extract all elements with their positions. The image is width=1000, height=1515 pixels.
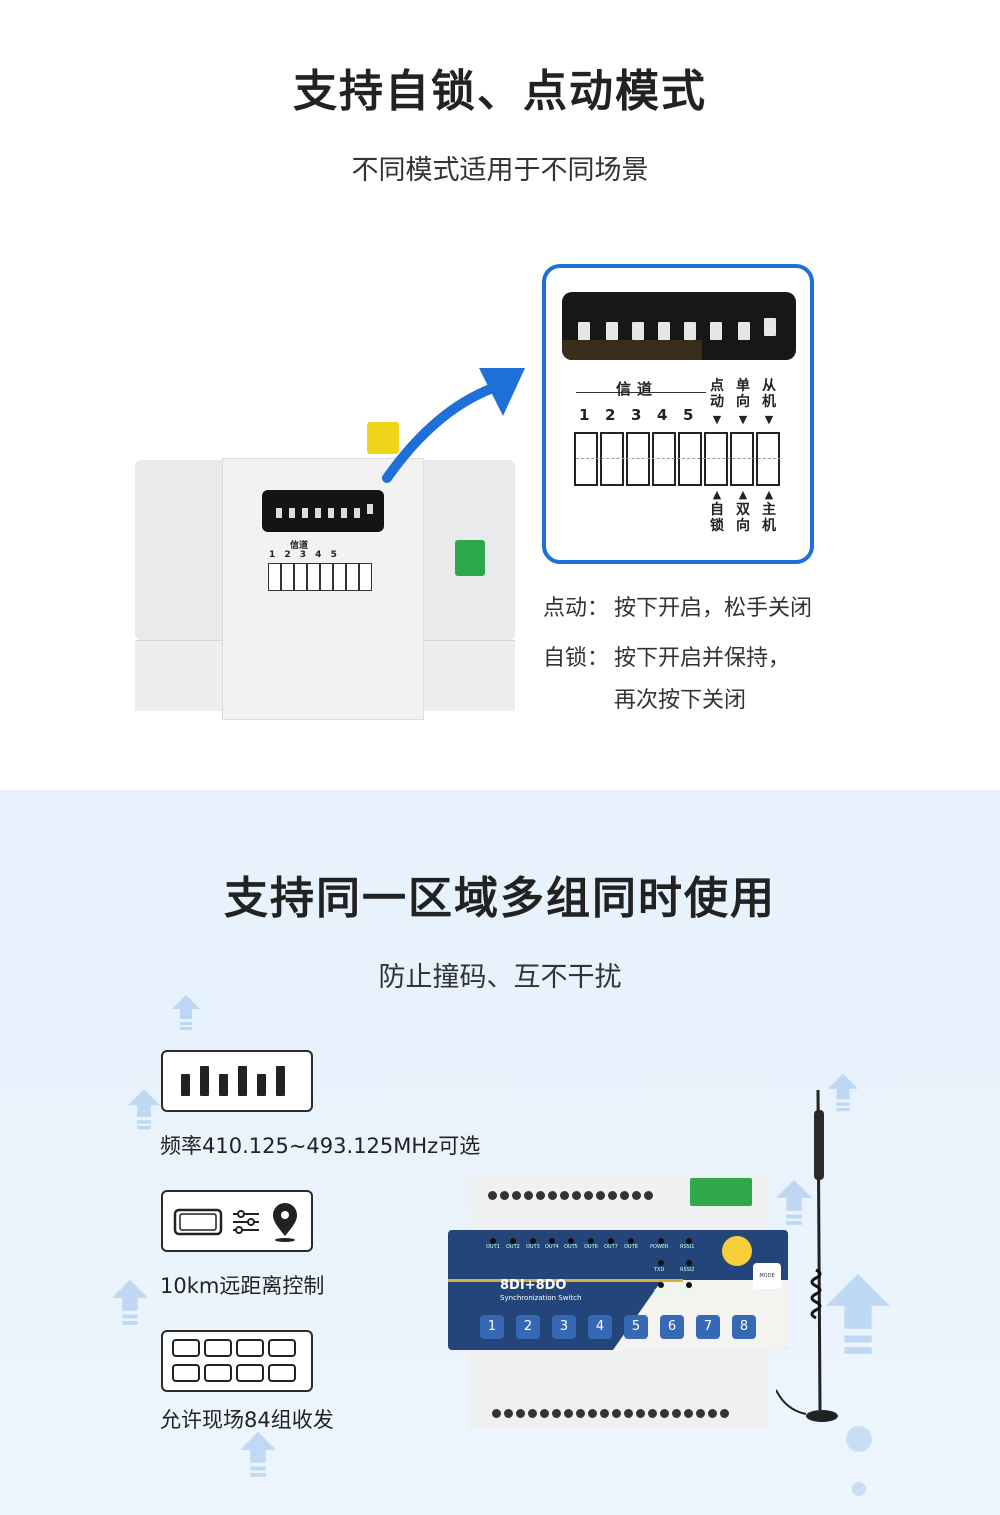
desc-momentary-label: 点动： — [543, 596, 610, 621]
deco-dot — [846, 1426, 872, 1452]
section-title-multigroup: 支持同一区域多组同时使用 — [224, 873, 776, 924]
module-slider-location-icon — [173, 1203, 297, 1242]
label-master: 主 机 — [762, 502, 776, 534]
top-terminal-row — [488, 1185, 656, 1200]
desc-momentary-text: 按下开启，松手关闭 — [614, 596, 813, 621]
bottom-terminal-row — [492, 1403, 732, 1418]
dip-num-2: 2 — [605, 406, 616, 424]
status-indicator — [722, 1236, 752, 1266]
zoom-arrow-icon — [382, 368, 525, 483]
dip-num-4: 4 — [657, 406, 668, 424]
dip-num-3: 3 — [631, 406, 642, 424]
up-arrow-icon — [112, 1279, 148, 1325]
section-subtitle-multigroup: 防止撞码、互不干扰 — [378, 962, 622, 993]
antenna-icon — [776, 1090, 838, 1422]
key-5[interactable]: 5 — [624, 1315, 648, 1339]
section-subtitle-modes: 不同模式适用于不同场景 — [351, 155, 649, 186]
dip-num-1: 1 — [579, 406, 590, 424]
up-arrow-icon — [826, 1273, 890, 1354]
device-subtitle: Synchronization Switch — [500, 1294, 582, 1302]
up-arrow-icon — [128, 1089, 160, 1130]
section-title-modes: 支持自锁、点动模式 — [293, 66, 707, 117]
desc-latching-text2: 再次按下关闭 — [614, 688, 747, 713]
label-slave: 从 机 — [762, 378, 776, 410]
signal-bars-icon — [163, 1052, 311, 1110]
mini-numbers: 1 2 3 4 5 — [269, 550, 340, 560]
up-arrow-icon — [828, 1073, 858, 1112]
key-2[interactable]: 2 — [516, 1315, 540, 1339]
desc-latching-text: 按下开启并保持， — [614, 646, 791, 671]
feature-distance-label: 10km远距离控制 — [160, 1274, 325, 1298]
feature-frequency-label: 频率410.125~493.125MHz可选 — [160, 1134, 481, 1158]
antenna-connector — [367, 422, 399, 454]
dip-switch — [562, 292, 796, 360]
up-arrow-icon — [240, 1431, 276, 1477]
up-arrow-icon — [776, 1179, 812, 1225]
label-one-way: 单 向 — [736, 378, 750, 410]
key-6[interactable]: 6 — [660, 1315, 684, 1339]
label-latching: 自 锁 — [710, 502, 724, 534]
desc-latching-label: 自锁： — [543, 646, 610, 671]
device-title: 8DI+8DO — [500, 1278, 567, 1293]
device-panel: 8DI+8DO Synchronization Switch MODE OUT1… — [448, 1230, 788, 1350]
key-4[interactable]: 4 — [588, 1315, 612, 1339]
key-1[interactable]: 1 — [480, 1315, 504, 1339]
mini-channel-label: 信道 — [290, 541, 309, 551]
feature-frequency-card — [161, 1050, 313, 1112]
device-grid-icon — [172, 1339, 296, 1382]
up-arrow-icon — [172, 995, 200, 1030]
dip-switch-zoom: 信道 1 2 3 4 5 点 动 单 向 从 机 ▼ ▼ ▼ ▲ ▲ ▲ 自 锁… — [542, 264, 814, 564]
key-8[interactable]: 8 — [732, 1315, 756, 1339]
dip-num-5: 5 — [683, 406, 694, 424]
module-photo: 信道 1 2 3 4 5 — [135, 420, 515, 720]
terminal-block — [455, 540, 485, 576]
feature-groups-label: 允许现场84组收发 — [160, 1408, 334, 1432]
green-terminal-block — [690, 1178, 752, 1206]
key-7[interactable]: 7 — [696, 1315, 720, 1339]
mode-button[interactable]: MODE — [753, 1263, 781, 1289]
8di-8do-device: 8DI+8DO Synchronization Switch MODE OUT1… — [448, 1175, 788, 1430]
mini-dip-switch — [262, 490, 384, 532]
key-3[interactable]: 3 — [552, 1315, 576, 1339]
dip-channel-label: 信道 — [616, 380, 659, 398]
label-momentary: 点 动 — [710, 378, 724, 410]
label-two-way: 双 向 — [736, 502, 750, 534]
feature-distance-card — [161, 1190, 313, 1252]
feature-groups-card — [161, 1330, 313, 1392]
deco-dot — [852, 1482, 866, 1496]
